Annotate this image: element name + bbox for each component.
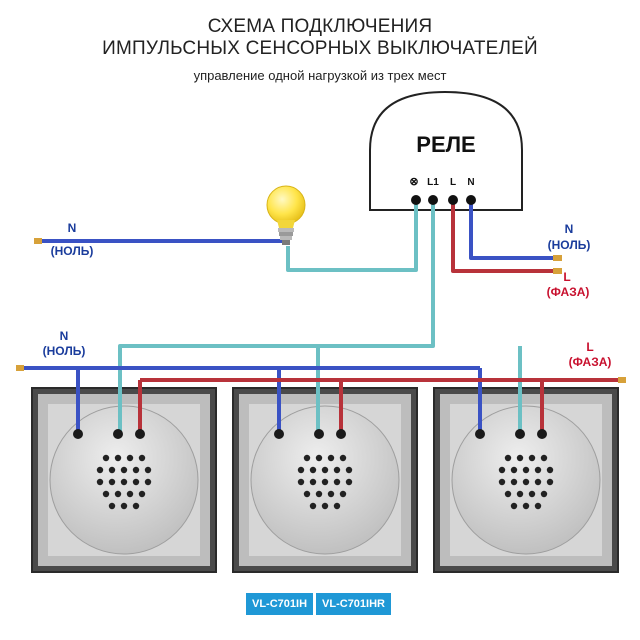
- relay-phase-wire: [451, 200, 555, 273]
- bus-neutral-zero-label: (НОЛЬ): [43, 344, 86, 358]
- switch-speaker-holes: [96, 454, 554, 510]
- lamp-neutral-zero-label: (НОЛЬ): [51, 244, 94, 258]
- lamp-neutral-n-label: N: [68, 221, 77, 235]
- relay-terminal-l: L: [450, 177, 456, 188]
- switch-1-terminal: [73, 429, 83, 439]
- title-line-2: ИМПУЛЬСНЫХ СЕНСОРНЫХ ВЫКЛЮЧАТЕЛЕЙ: [102, 38, 538, 59]
- relay-terminals: [411, 195, 476, 205]
- switch-terminals: [73, 429, 547, 439]
- bus-neutral-n-label: N: [60, 329, 69, 343]
- title-line-1: СХЕМА ПОДКЛЮЧЕНИЯ: [207, 16, 433, 37]
- light-bulb-icon: [266, 185, 306, 245]
- relay-label: РЕЛЕ: [416, 132, 475, 157]
- signal-bus-wire: [118, 200, 435, 434]
- right-neutral-n-label: N: [565, 222, 574, 236]
- subtitle: управление одной нагрузкой из трех мест: [193, 68, 447, 83]
- bus-phase-label: (ФАЗА): [569, 355, 612, 369]
- relay-box: РЕЛЕ ⊗ L1 L N: [369, 90, 523, 211]
- switch-1-terminal: [135, 429, 145, 439]
- relay-terminal-l1: L1: [427, 177, 439, 188]
- switch-3-terminal: [475, 429, 485, 439]
- relay-terminal-n: N: [467, 177, 474, 188]
- switch-3-terminal: [537, 429, 547, 439]
- switch-2-terminal: [274, 429, 284, 439]
- switch-3: [433, 387, 619, 573]
- switch-2-terminal: [336, 429, 346, 439]
- model-badge-2: VL-C701IHR: [316, 593, 391, 615]
- lamp-load-wire: [286, 200, 418, 272]
- relay-neutral-wire: [469, 200, 555, 260]
- model-badges: VL-C701IH VL-C701IHR: [246, 593, 391, 615]
- model-badge-1: VL-C701IH: [246, 593, 314, 615]
- switch-3-terminal: [515, 429, 525, 439]
- relay-terminal-load: ⊗: [409, 176, 418, 188]
- wire-tips: [16, 238, 626, 383]
- bus-phase-l-label: L: [586, 340, 593, 354]
- switch-2-terminal: [314, 429, 324, 439]
- wires: [22, 200, 620, 434]
- right-neutral-zero-label: (НОЛЬ): [548, 238, 591, 252]
- right-phase-label: (ФАЗА): [547, 285, 590, 299]
- switch-1-terminal: [113, 429, 123, 439]
- right-phase-l-label: L: [563, 270, 570, 284]
